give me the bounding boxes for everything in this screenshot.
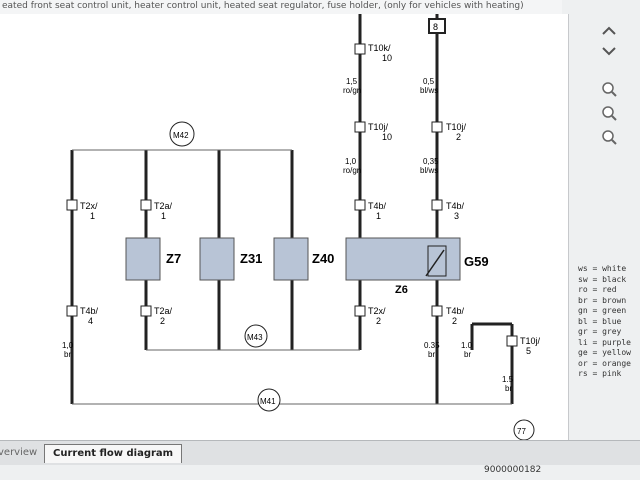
wire-color-4: bl/ws	[420, 166, 438, 175]
window-title: eated front seat control unit, heater co…	[0, 0, 562, 15]
connector-T4b-mid3: T4b/	[446, 201, 465, 211]
circle-m42: M42	[173, 131, 189, 140]
legend-row: ge = yellow	[578, 348, 631, 357]
tab-current-flow-diagram[interactable]: Current flow diagram	[44, 444, 183, 463]
connector-T2x-left-pin: 1	[90, 211, 95, 221]
connector-T10j-far-pin: 5	[526, 346, 531, 356]
legend-row: gr = grey	[578, 327, 622, 336]
circle-m41: M41	[260, 397, 276, 406]
connector-T10j-right-pin: 2	[456, 132, 461, 142]
connector-T2x-left: T2x/	[80, 201, 98, 211]
wire-gauge-4: 0,35	[423, 157, 439, 166]
wire-gauge-5: 1,0	[62, 341, 74, 350]
zoom-out-icon[interactable]	[600, 104, 618, 122]
wire-color-3: ro/gn	[343, 166, 361, 175]
connector-T10j-right: T10j/	[446, 122, 467, 132]
fuse-box-label: 8	[433, 22, 438, 32]
legend-row: gn = green	[578, 306, 627, 315]
connector-T4b-left-pin: 4	[88, 316, 93, 326]
connector-T2a-bottom: T2a/	[154, 306, 173, 316]
zoom-fit-icon[interactable]	[600, 128, 618, 146]
legend-row: or = orange	[578, 358, 631, 368]
color-legend: ws = white sw = black ro = red br = brow…	[578, 264, 640, 378]
document-code: 9000000182	[484, 465, 542, 475]
connector-T10j-far: T10j/	[520, 336, 541, 346]
component-z31[interactable]	[199, 237, 235, 281]
connector-T2a-top: T2a/	[154, 201, 173, 211]
component-label-z6: Z6	[395, 284, 408, 296]
wire-gauge-1: 1,5	[346, 77, 358, 86]
connector-T4b-mid1-pin: 1	[376, 211, 381, 221]
component-z6-g59[interactable]	[345, 237, 461, 281]
component-z40[interactable]	[273, 237, 309, 281]
connector-T10j-mid-pin: 10	[382, 132, 392, 142]
legend-row: bl = blue	[578, 316, 622, 326]
connector-T4b-mid1: T4b/	[368, 201, 387, 211]
legend-row: rs = pink	[578, 369, 622, 378]
legend-row: sw = black	[578, 274, 627, 284]
wire-color-2: bl/ws	[420, 86, 438, 95]
connector-T2a-top-pin: 1	[161, 211, 166, 221]
chevron-down-icon[interactable]	[600, 42, 618, 60]
component-label-z7: Z7	[166, 251, 181, 266]
component-z7[interactable]	[125, 237, 161, 281]
connector-T10j-mid: T10j/	[368, 122, 389, 132]
wire-gauge-7: 1.0	[461, 341, 473, 350]
tab-overview[interactable]: verview	[0, 444, 47, 462]
connector-T10k-top-pin: 10	[382, 53, 392, 63]
current-flow-diagram[interactable]: 8 M42 M43 M41 77	[0, 14, 569, 441]
component-label-z31: Z31	[240, 251, 262, 266]
connector-T2a-bottom-pin: 2	[160, 316, 165, 326]
chevron-up-icon[interactable]	[600, 22, 618, 40]
wire-gauge-3: 1,0	[345, 157, 357, 166]
connector-T4b-left: T4b/	[80, 306, 99, 316]
circle-m43: M43	[247, 333, 263, 342]
circle-77: 77	[517, 427, 526, 436]
legend-row: br = brown	[578, 295, 627, 305]
connector-T4b-mid3-pin: 3	[454, 211, 459, 221]
wire-color-6: br	[428, 350, 435, 359]
wire-color-5: br	[64, 350, 71, 359]
tool-column	[578, 14, 640, 164]
component-label-g59: G59	[464, 254, 489, 269]
zoom-in-icon[interactable]	[600, 80, 618, 98]
connector-T2x-mid: T2x/	[368, 306, 386, 316]
wire-color-7: br	[464, 350, 471, 359]
legend-row: li = purple	[578, 337, 631, 347]
tab-bar: verview Current flow diagram	[0, 440, 640, 465]
wire-gauge-8: 1.5	[502, 375, 514, 384]
connector-T4b-right2-pin: 2	[452, 316, 457, 326]
wire-gauge-2: 0,5	[423, 77, 435, 86]
legend-row: ro = red	[578, 285, 617, 294]
wire-color-8: br	[505, 384, 512, 393]
wire-color-1: ro/gn	[343, 86, 361, 95]
connector-T4b-right2: T4b/	[446, 306, 465, 316]
wire-gauge-6: 0.35	[424, 341, 440, 350]
legend-row: ws = white	[578, 264, 627, 273]
component-label-z40: Z40	[312, 251, 334, 266]
connector-T2x-mid-pin: 2	[376, 316, 381, 326]
connector-T10k-top: T10k/	[368, 43, 391, 53]
diagram-canvas: 8 M42 M43 M41 77	[62, 14, 541, 441]
